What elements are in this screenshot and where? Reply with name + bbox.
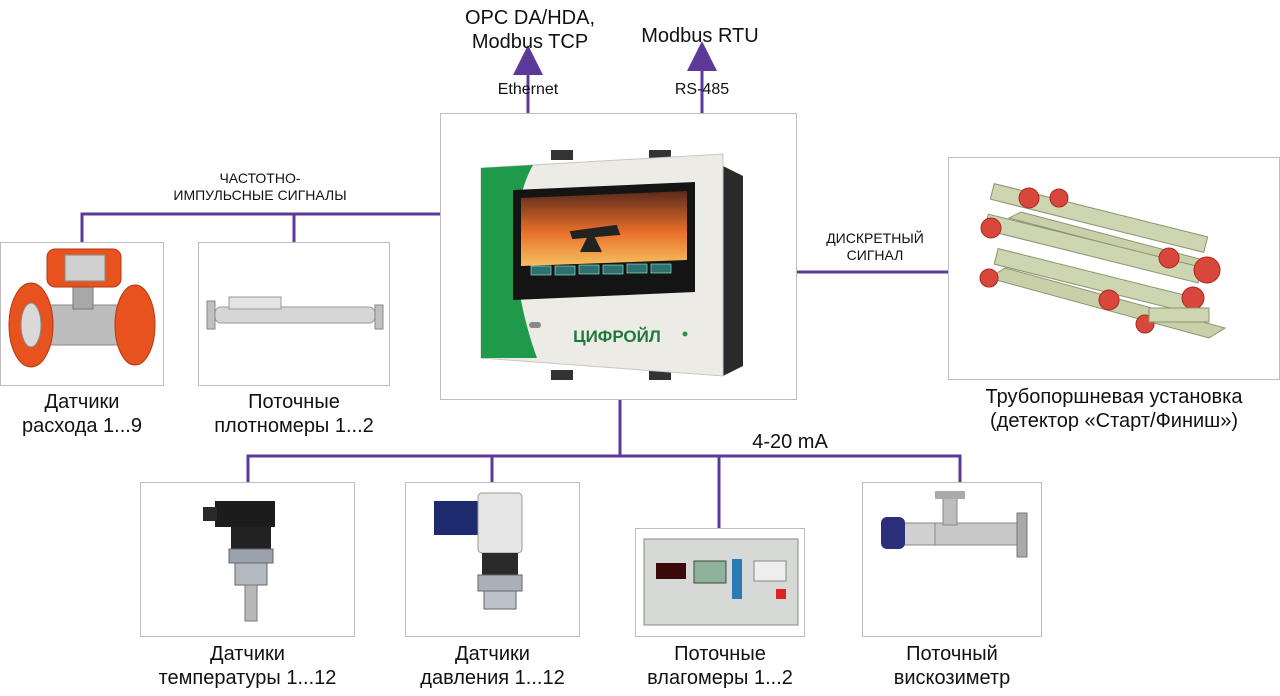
pressure-sensor-image: [434, 492, 523, 610]
discrete-signal-label: ДИСКРЕТНЫЙ СИГНАЛ: [826, 230, 924, 263]
flow-sensor-image: [8, 248, 156, 368]
analog-signal-label: 4-20 mA: [752, 431, 828, 453]
modbus-rtu-label: Modbus RTU: [641, 25, 759, 47]
density-meter-box: [198, 242, 390, 386]
prover-image: [979, 183, 1227, 339]
viscometer-label: Поточный вискозиметр: [893, 643, 1011, 689]
rs485-label: RS-485: [674, 81, 730, 98]
temperature-sensor-label: Датчики температуры 1...12: [158, 643, 337, 689]
pressure-sensor-label: Датчики давления 1...12: [420, 643, 565, 689]
moisture-meter-image: [643, 538, 799, 626]
prover-box: [948, 157, 1280, 380]
flow-sensor-label: Датчики расхода 1...9: [22, 391, 142, 437]
moisture-meter-label: Поточные влагомеры 1...2: [647, 643, 793, 689]
flow-sensor-box: [0, 242, 164, 386]
pulse-bus-line: [80, 212, 440, 242]
controller-brand-text: ЦИФРОЙЛ: [573, 327, 661, 346]
pressure-sensor-box: [405, 482, 580, 637]
temperature-sensor-image: [203, 501, 275, 622]
prover-label: Трубопоршневая установка (детектор «Стар…: [985, 386, 1243, 432]
ethernet-label: Ethernet: [497, 81, 559, 98]
viscometer-image: [881, 491, 1028, 558]
opc-label: OPC DA/HDA, Modbus TCP: [464, 7, 596, 53]
pulse-signal-label: ЧАСТОТНО- ИМПУЛЬСНЫЕ СИГНАЛЫ: [173, 170, 347, 203]
density-meter-label: Поточные плотномеры 1...2: [214, 391, 374, 437]
analog-bus-line: [246, 454, 962, 482]
controller-box: ЦИФРОЙЛ: [440, 113, 797, 400]
moisture-meter-box: [635, 528, 805, 637]
temperature-sensor-box: [140, 482, 355, 637]
viscometer-box: [862, 482, 1042, 637]
density-meter-image: [206, 296, 384, 330]
controller-device-image: ЦИФРОЙЛ: [480, 150, 743, 380]
